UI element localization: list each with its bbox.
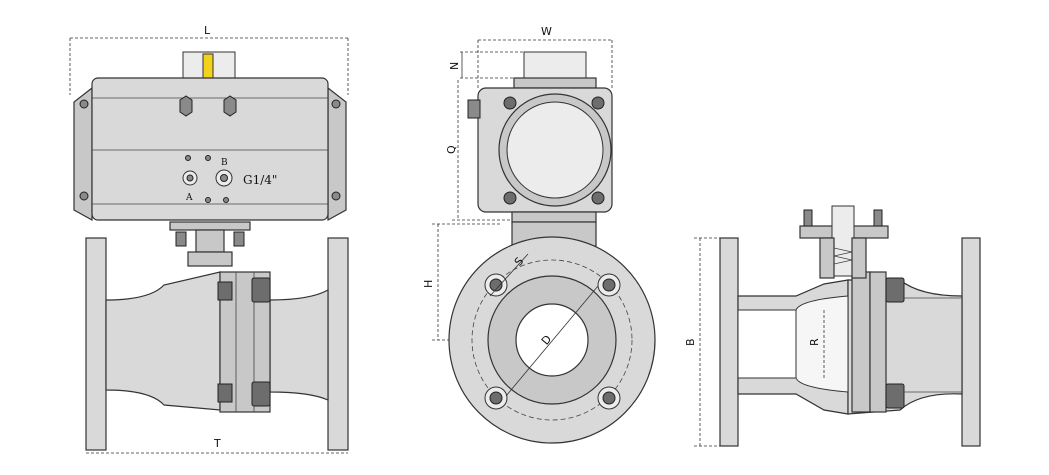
cap-bolt-icon [331, 99, 341, 109]
hex-plug-icon [179, 95, 193, 117]
body-bolt-icon [251, 381, 271, 407]
dim-line-d [505, 285, 599, 397]
bolt-circle [471, 259, 633, 421]
label-h: H [422, 280, 435, 288]
label-n: N [448, 62, 461, 70]
cap-bolt-icon [331, 191, 341, 201]
cap-bolt-icon [79, 191, 89, 201]
valve-body-left [105, 271, 221, 411]
side-position-indicator [523, 51, 587, 79]
indicator-yellow-stripe [202, 53, 214, 79]
section-bolt-icon [885, 383, 905, 409]
plate-bolt-icon [503, 191, 517, 205]
stud-icon [873, 209, 883, 227]
label-t: T [213, 437, 221, 450]
flange-right [327, 237, 349, 451]
label-b: B [684, 338, 697, 346]
actuator-body [91, 77, 329, 221]
cap-bolt-icon [79, 99, 89, 109]
side-fitting [467, 99, 481, 119]
section-view: B R [684, 205, 981, 447]
section-flange-right [961, 237, 981, 447]
label-port-b: B [221, 158, 228, 168]
plate-bolt-icon [591, 96, 605, 110]
label-l: L [204, 24, 211, 37]
flange-left [85, 237, 107, 451]
section-flange-left [719, 237, 739, 447]
body-bolt-icon [251, 277, 271, 303]
stem [831, 205, 855, 277]
mounting-bracket [195, 229, 225, 253]
side-view: W N Q H [422, 25, 656, 444]
front-view: L A B G1/4" [69, 24, 349, 454]
section-bolt-icon [885, 277, 905, 303]
section-center-joint [851, 271, 871, 413]
label-q: Q [445, 145, 458, 154]
ball [795, 295, 849, 393]
dim-line-s [489, 253, 529, 297]
plate-bolt-icon [503, 96, 517, 110]
plate-bolt-icon [591, 191, 605, 205]
label-r: R [808, 338, 821, 346]
label-w: W [541, 25, 552, 38]
hex-plug-icon [223, 95, 237, 117]
valve-body-right [269, 288, 329, 401]
label-port-a: A [185, 193, 193, 203]
label-thread: G1/4" [243, 173, 277, 187]
bore [515, 303, 589, 377]
stud-icon [803, 209, 813, 227]
